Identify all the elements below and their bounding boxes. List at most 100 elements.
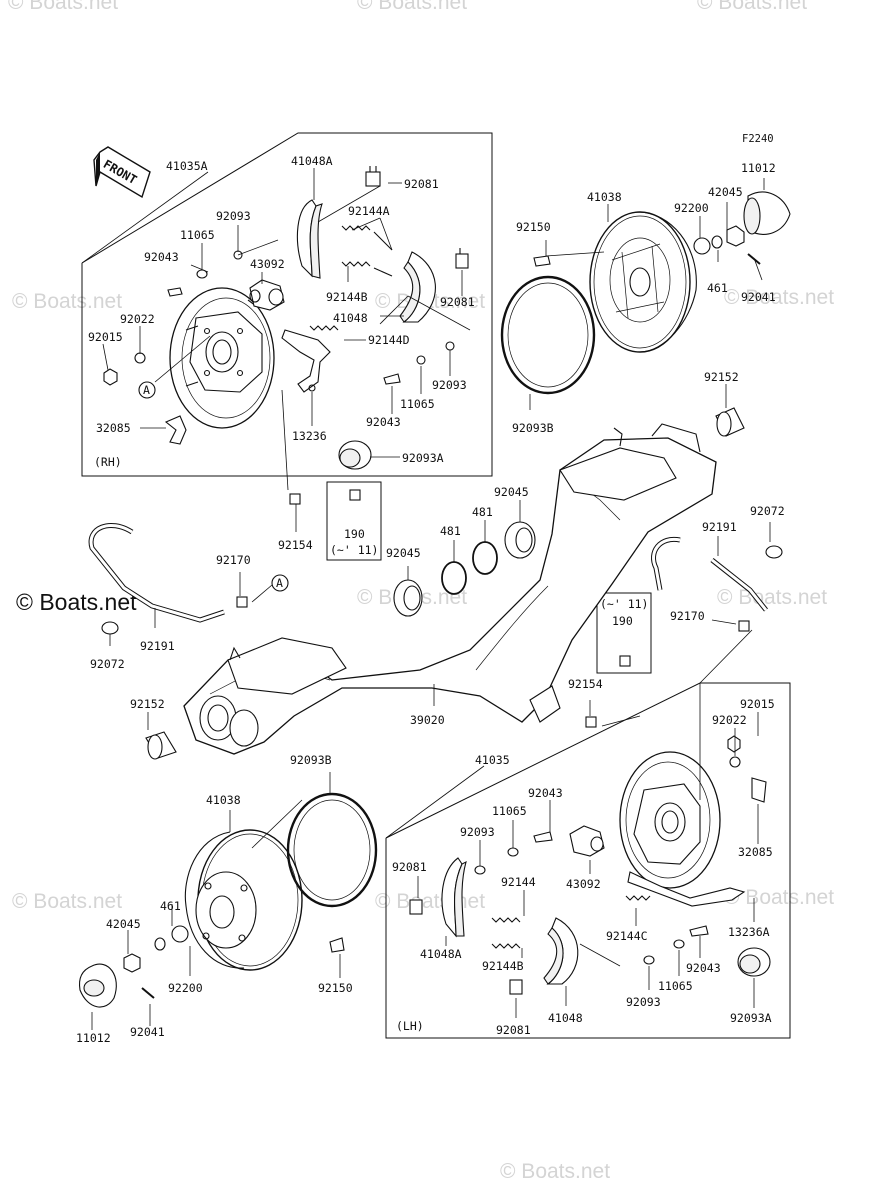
part-label: 41038: [206, 793, 241, 807]
part-label: 11065: [492, 804, 527, 818]
breather-hoses: [88, 489, 783, 728]
right-drum-seal-ring: [500, 275, 596, 395]
part-label: 92191: [140, 639, 175, 653]
part-label: 13236A: [728, 925, 770, 939]
part-label: 92093A: [402, 451, 444, 465]
part-label: 92045: [386, 546, 421, 560]
part-label: 92170: [216, 553, 251, 567]
part-label: 461: [707, 281, 728, 295]
watermark: © Boats.net: [724, 286, 835, 309]
part-label: 92081: [392, 860, 427, 874]
lh-springs-and-small-parts: [409, 735, 771, 995]
serial-note-upper-range: (~' 11): [330, 543, 378, 557]
leader-lines: [81, 168, 771, 1030]
watermark: © Boats.net: [357, 0, 468, 14]
rh-box-label: (RH): [94, 455, 122, 469]
part-label: 92170: [670, 609, 705, 623]
part-label: 32085: [738, 845, 773, 859]
part-label: 92191: [702, 520, 737, 534]
lh-brake-backing-plate: [619, 751, 721, 889]
part-label: 41048: [548, 1011, 583, 1025]
rh-small-parts: [103, 166, 469, 445]
left-hub-nut-parts: [78, 925, 345, 1008]
rh-brake-shoe-41048A: [296, 199, 323, 279]
part-label: 43092: [250, 257, 285, 271]
part-label: 92144: [501, 875, 536, 889]
figure-code: F2240: [742, 133, 774, 145]
callout-a-label-2: A: [276, 576, 283, 590]
watermark: © Boats.net: [717, 586, 828, 609]
part-label: 92152: [704, 370, 739, 384]
part-label: 92081: [440, 295, 475, 309]
rh-drum-cap-92093A: [338, 440, 372, 470]
part-label: 11012: [76, 1031, 111, 1045]
serial-note-box-upper: [326, 481, 382, 561]
part-number-labels: 41035 A 41048A 92081 92144A 92093 11065 9…: [76, 154, 785, 1045]
serial-note-lower-part: 190: [612, 614, 633, 628]
part-label: 461: [160, 899, 181, 913]
watermark: © Boats.net: [724, 886, 835, 909]
serial-note-upper-part: 190: [344, 527, 365, 541]
part-label: 92144A: [348, 204, 390, 218]
watermark: © Boats.net: [697, 0, 808, 14]
swing-arm-bushings: [145, 407, 745, 760]
part-label: 92081: [496, 1023, 531, 1037]
part-label: 92093: [216, 209, 251, 223]
part-label: 42045: [106, 917, 141, 931]
watermark: © Boats.net: [8, 0, 119, 14]
part-label: 92144B: [482, 959, 524, 973]
part-label: 11012: [741, 161, 776, 175]
part-label: 92043: [366, 415, 401, 429]
serial-note-box-lower: [596, 592, 652, 674]
callout-a-circle-2: [271, 574, 289, 592]
part-label: 92154: [568, 677, 603, 691]
part-label: 92072: [90, 657, 125, 671]
left-brake-drum: [184, 829, 303, 971]
rh-brake-shoe-41048: [399, 251, 436, 323]
watermark: © Boats.net: [12, 890, 123, 913]
part-label: 92093B: [512, 421, 554, 435]
part-label: 92041: [130, 1025, 165, 1039]
rh-brake-backing-plate: [169, 287, 275, 429]
part-label: 13236: [292, 429, 327, 443]
serial-note-lower-range: (~' 11): [600, 597, 648, 611]
part-label: 92093: [460, 825, 495, 839]
part-label: 92015: [740, 697, 775, 711]
part-label: 92022: [712, 713, 747, 727]
part-label: 92150: [318, 981, 353, 995]
callout-a-circle-1: [138, 381, 156, 399]
rh-assembly-box: [81, 132, 493, 477]
part-label: 41048: [333, 311, 368, 325]
part-label: 11065: [180, 228, 215, 242]
part-label: 92015: [88, 330, 123, 344]
lh-box-label: (LH): [396, 1019, 424, 1033]
part-label: 92043: [144, 250, 179, 264]
part-label: 92150: [516, 220, 551, 234]
part-label: 32085: [96, 421, 131, 435]
part-label: 43092: [566, 877, 601, 891]
part-label: 92043: [528, 786, 563, 800]
right-brake-drum: [589, 211, 697, 353]
part-label: 92200: [168, 981, 203, 995]
lh-wheel-cylinder: [569, 825, 605, 857]
part-label: 41048A: [291, 154, 333, 168]
part-label: 92152: [130, 697, 165, 711]
part-label: 92144C: [606, 929, 648, 943]
part-label: 92072: [750, 504, 785, 518]
part-label: 481: [440, 524, 461, 538]
part-label: 92081: [404, 177, 439, 191]
part-label: 11065: [400, 397, 435, 411]
part-label: 11065: [658, 979, 693, 993]
part-label: 92200: [674, 201, 709, 215]
part-label: 41035: [475, 753, 510, 767]
part-label: 42045: [708, 185, 743, 199]
part-label: 92144B: [326, 290, 368, 304]
part-label: 92093A: [730, 1011, 772, 1025]
part-label: 92045: [494, 485, 529, 499]
watermark-bold: © Boats.net: [16, 589, 137, 615]
part-label: 92093: [432, 378, 467, 392]
rear-swing-arm: [183, 423, 717, 755]
left-drum-seal-ring: [286, 792, 378, 908]
